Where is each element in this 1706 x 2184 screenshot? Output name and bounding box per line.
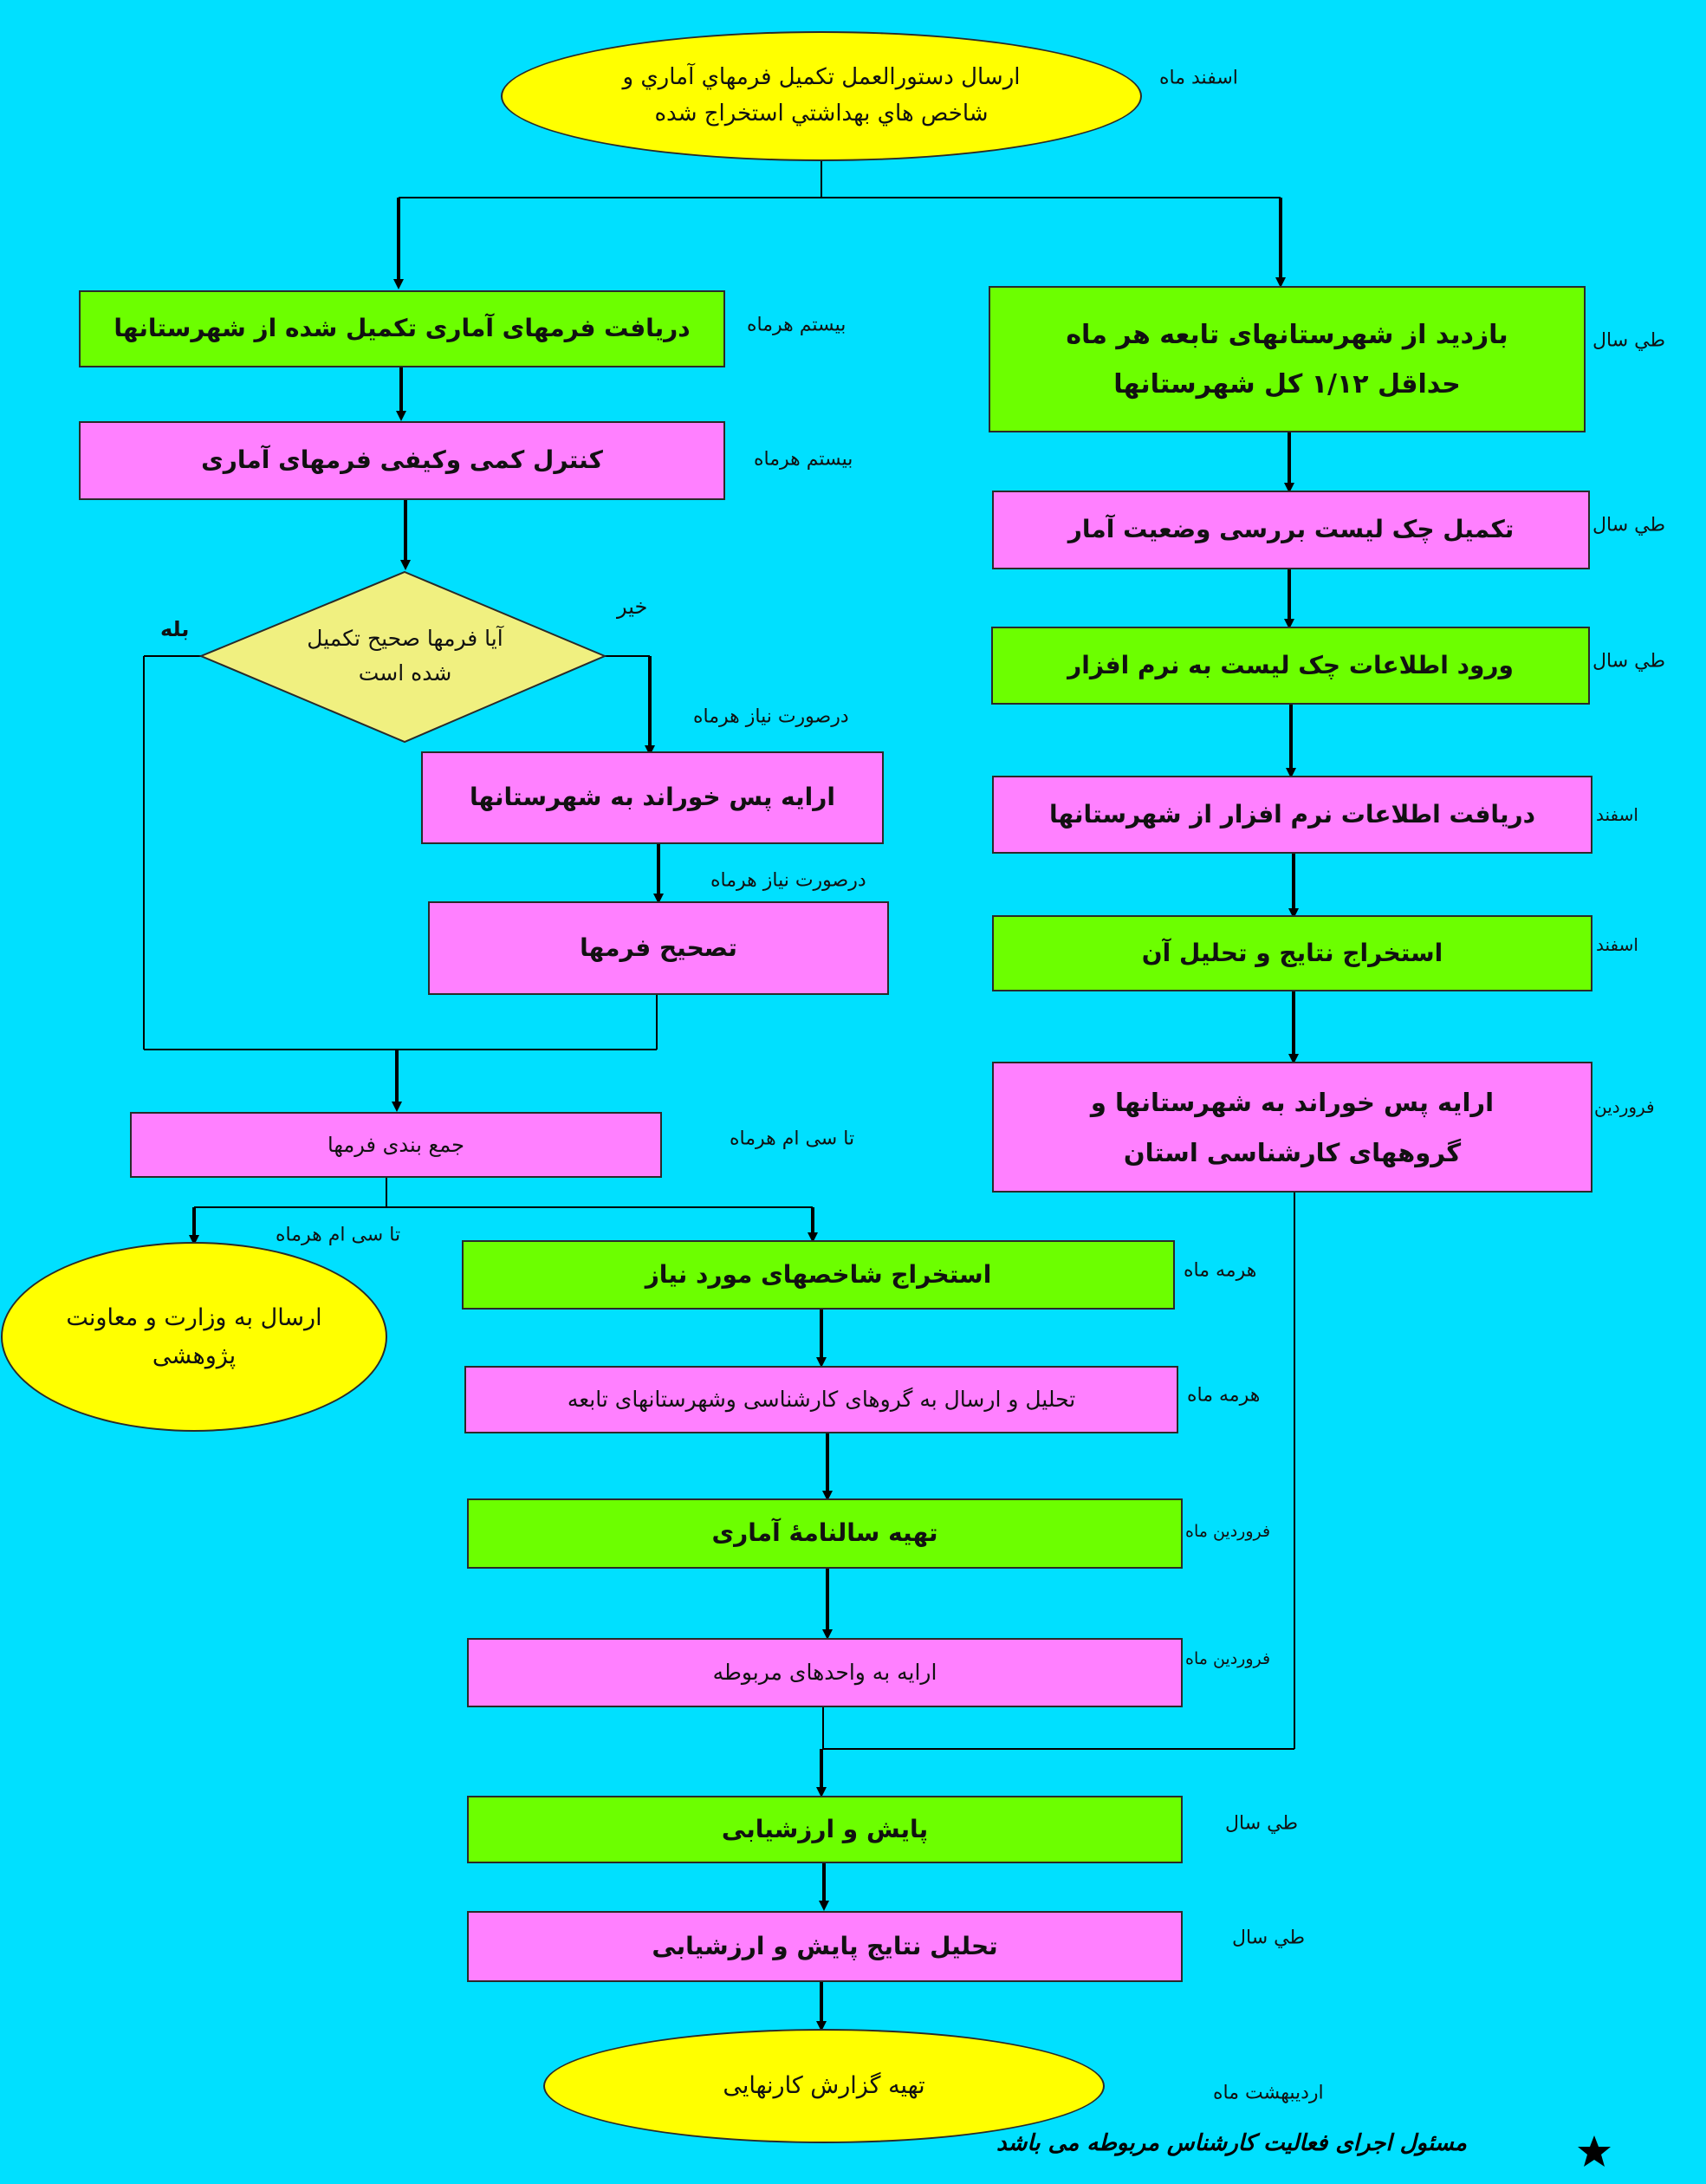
feedback-groups-box: ارایه پس خوراند به شهرستانها و گروههای ک…: [992, 1062, 1592, 1193]
extract-results-box: استخراج نتایج و تحلیل آن: [992, 915, 1592, 991]
time-receive-forms: بیستم هرماه: [747, 314, 847, 336]
time-visit-cities: طي سال: [1592, 329, 1665, 352]
footnote-text: مسئول اجرای فعالیت کارشناس مربوطه می باش…: [996, 2130, 1467, 2156]
time-final-report: ارديبهشت ماه: [1213, 2082, 1324, 2104]
final-report-text: تهیه گزارش کارنهایی: [723, 2072, 925, 2100]
present-units-text: ارایه به واحدهای مربوطه: [712, 1660, 937, 1685]
feedback-to-cities-box: ارایه پس خوراند به شهرستانها: [421, 751, 884, 844]
start-text: ارسال دستورالعمل تکمیل فرمهاي آماري و شا…: [622, 64, 1021, 127]
time-summarize-forms: تا سی ام هرماه: [730, 1128, 855, 1150]
analysis-monitoring-text: تحلیل نتایج پایش و ارزشیابی: [652, 1931, 998, 1960]
data-entry-box: ورود اطلاعات چک لیست به نرم افزار: [991, 627, 1590, 705]
correct-forms-box: تصحیح فرمها: [428, 901, 889, 995]
decision-yes-label: بله: [160, 617, 190, 641]
time-prepare-yearbook: فروردین ماه: [1185, 1522, 1271, 1541]
final-report-oval: تهیه گزارش کارنهایی: [543, 2029, 1105, 2143]
receive-forms-text: دریافت فرمهای آماری تکمیل شده از شهرستان…: [114, 314, 691, 343]
star-icon: [1578, 2135, 1611, 2167]
data-entry-text: ورود اطلاعات چک لیست به نرم افزار: [1067, 650, 1514, 679]
time-extract-indicators: هرمه ماه: [1184, 1259, 1257, 1282]
prepare-yearbook-box: تهیه سالنامهٔ آماری: [467, 1498, 1183, 1569]
time-extract-results: اسفند: [1596, 934, 1638, 955]
time-send-ministry: تا سی ام هرماه: [276, 1224, 401, 1246]
control-forms-text: کنترل کمی وکیفی فرمهای آماری: [201, 445, 603, 475]
visit-cities-text: بازدید از شهرستانهای تابعه هر ماه حداقل …: [1066, 319, 1508, 400]
present-units-box: ارایه به واحدهای مربوطه: [467, 1638, 1183, 1707]
correct-forms-text: تصحیح فرمها: [580, 933, 737, 962]
monitoring-text: پایش و ارزشیابی: [721, 1814, 929, 1843]
time-start: اسفند ماه: [1159, 67, 1238, 89]
checklist-text: تکمیل چک لیست بررسی وضعیت آمار: [1067, 515, 1515, 544]
prepare-yearbook-text: تهیه سالنامهٔ آماری: [711, 1518, 938, 1548]
time-data-entry: طي سال: [1592, 650, 1665, 673]
control-forms-box: کنترل کمی وکیفی فرمهای آماری: [79, 421, 725, 500]
extract-results-text: استخراج نتایج و تحلیل آن: [1141, 938, 1443, 967]
send-ministry-text: ارسال به وزارت و معاونت پژوهشی: [66, 1304, 322, 1369]
extract-indicators-text: استخراج شاخصهای مورد نیاز: [645, 1259, 992, 1289]
time-control-forms: بیستم هرماه: [754, 448, 853, 471]
receive-forms-box: دریافت فرمهای آماری تکمیل شده از شهرستان…: [79, 290, 725, 367]
decision-no-label: خیر: [617, 595, 648, 619]
feedback-to-cities-text: ارایه پس خوراند به شهرستانها: [470, 783, 835, 812]
time-checklist: طي سال: [1592, 514, 1665, 536]
checklist-box: تکمیل چک لیست بررسی وضعیت آمار: [992, 491, 1590, 569]
extract-indicators-box: استخراج شاخصهای مورد نیاز: [462, 1240, 1175, 1310]
time-feedback-groups: فروردین: [1594, 1096, 1655, 1117]
time-analysis-send: هرمه ماه: [1187, 1384, 1261, 1407]
start-oval: ارسال دستورالعمل تکمیل فرمهاي آماري و شا…: [501, 31, 1142, 161]
analysis-send-box: تحلیل و ارسال به گروهای کارشناسی وشهرستا…: [464, 1366, 1178, 1433]
receive-software-box: دریافت اطلاعات نرم افزار از شهرستانها: [992, 776, 1592, 854]
time-receive-software: اسفند: [1596, 804, 1638, 825]
time-monitoring: طي سال: [1225, 1812, 1298, 1835]
visit-cities-box: بازدید از شهرستانهای تابعه هر ماه حداقل …: [989, 286, 1586, 432]
summarize-forms-box: جمع بندی فرمها: [130, 1112, 662, 1178]
feedback-groups-text: ارایه پس خوراند به شهرستانها و گروههای ک…: [1090, 1087, 1495, 1167]
analysis-send-text: تحلیل و ارسال به گروهای کارشناسی وشهرستا…: [567, 1387, 1076, 1412]
decision-text: آیا فرمها صحیح تکمیل شده است: [307, 626, 503, 686]
analysis-monitoring-box: تحلیل نتایج پایش و ارزشیابی: [467, 1911, 1183, 1982]
send-ministry-oval: ارسال به وزارت و معاونت پژوهشی: [1, 1242, 387, 1432]
summarize-forms-text: جمع بندی فرمها: [328, 1132, 464, 1157]
time-feedback-to-cities: درصورت نیاز هرماه: [693, 705, 849, 728]
time-correct-forms: درصورت نیاز هرماه: [710, 869, 866, 892]
decision-diamond: [198, 570, 607, 744]
time-present-units: فروردین ماه: [1185, 1649, 1271, 1668]
receive-software-text: دریافت اطلاعات نرم افزار از شهرستانها: [1049, 799, 1535, 829]
time-analysis-monitoring: طي سال: [1232, 1927, 1305, 1949]
monitoring-box: پایش و ارزشیابی: [467, 1796, 1183, 1863]
